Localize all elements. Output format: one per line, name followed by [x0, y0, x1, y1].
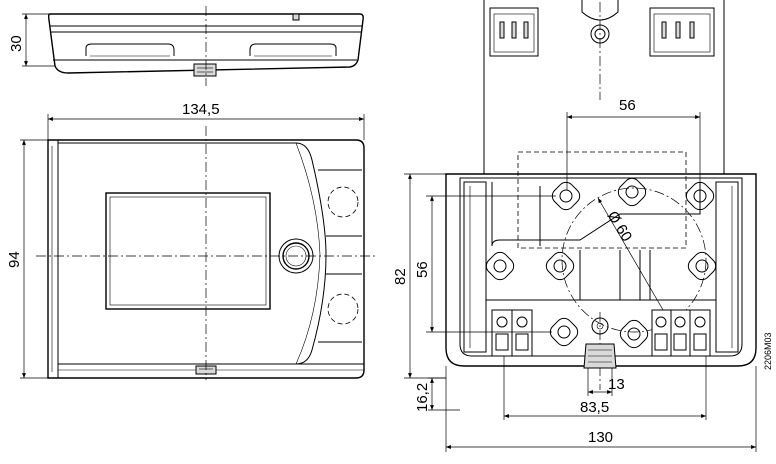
- top-view-clip: [193, 63, 217, 77]
- dim-height-outer-label: 82: [392, 268, 409, 285]
- drawing-code: 2206M03: [763, 332, 773, 370]
- mount-hole: [619, 319, 649, 349]
- top-view-notch: [292, 13, 300, 21]
- base-plate: Ø 60: [445, 151, 757, 390]
- dim-bottom-offset: 16,2: [414, 377, 460, 412]
- top-view-right-tab: [249, 43, 337, 56]
- base-plate-dashed-outline: [517, 151, 687, 249]
- dim-hole-spacing: 56: [566, 97, 701, 190]
- bracket-top: [483, 0, 725, 174]
- dim-height-inner-label: 56: [414, 261, 431, 278]
- terminal-block-right: [651, 309, 711, 357]
- front-view-cover-outline: [58, 142, 327, 365]
- bracket-left-connector: [489, 7, 539, 57]
- dim-width-label: 134,5: [182, 101, 220, 118]
- dim-center-width: 13: [587, 368, 625, 396]
- terminal-block-left: [491, 309, 533, 357]
- dim-height-inner: 56: [414, 195, 556, 333]
- mount-hole: [617, 177, 647, 207]
- front-view: 134,5 94: [6, 101, 376, 380]
- dim-base-width: 130: [445, 366, 757, 452]
- mount-hole: [485, 251, 515, 281]
- front-view-display: [105, 192, 271, 310]
- dim-center-width-label: 13: [608, 376, 625, 393]
- bottom-latch: [583, 343, 617, 369]
- dim-terminal-span-label: 83,5: [580, 399, 609, 416]
- mount-hole: [549, 317, 579, 347]
- dim-bottom-offset-label: 16,2: [414, 383, 431, 412]
- base-plate-outline: [445, 173, 757, 367]
- front-view-lower-hole: [327, 293, 359, 325]
- top-view-left-tab: [85, 43, 175, 56]
- dim-terminal-span: 83,5: [503, 356, 707, 420]
- dim-hole-spacing-label: 56: [619, 97, 636, 114]
- mount-hole: [685, 181, 715, 211]
- mount-hole: [687, 251, 717, 281]
- bracket-right-connector: [649, 7, 715, 57]
- dim-base-width-label: 130: [588, 429, 613, 446]
- top-view: 30: [8, 6, 364, 86]
- dim-height-front-label: 94: [6, 251, 23, 268]
- mount-hole: [551, 181, 581, 211]
- mount-hole: [545, 251, 575, 281]
- dim-height-top-label: 30: [8, 35, 25, 52]
- top-view-housing: [47, 13, 364, 74]
- front-view-upper-hole: [327, 186, 359, 218]
